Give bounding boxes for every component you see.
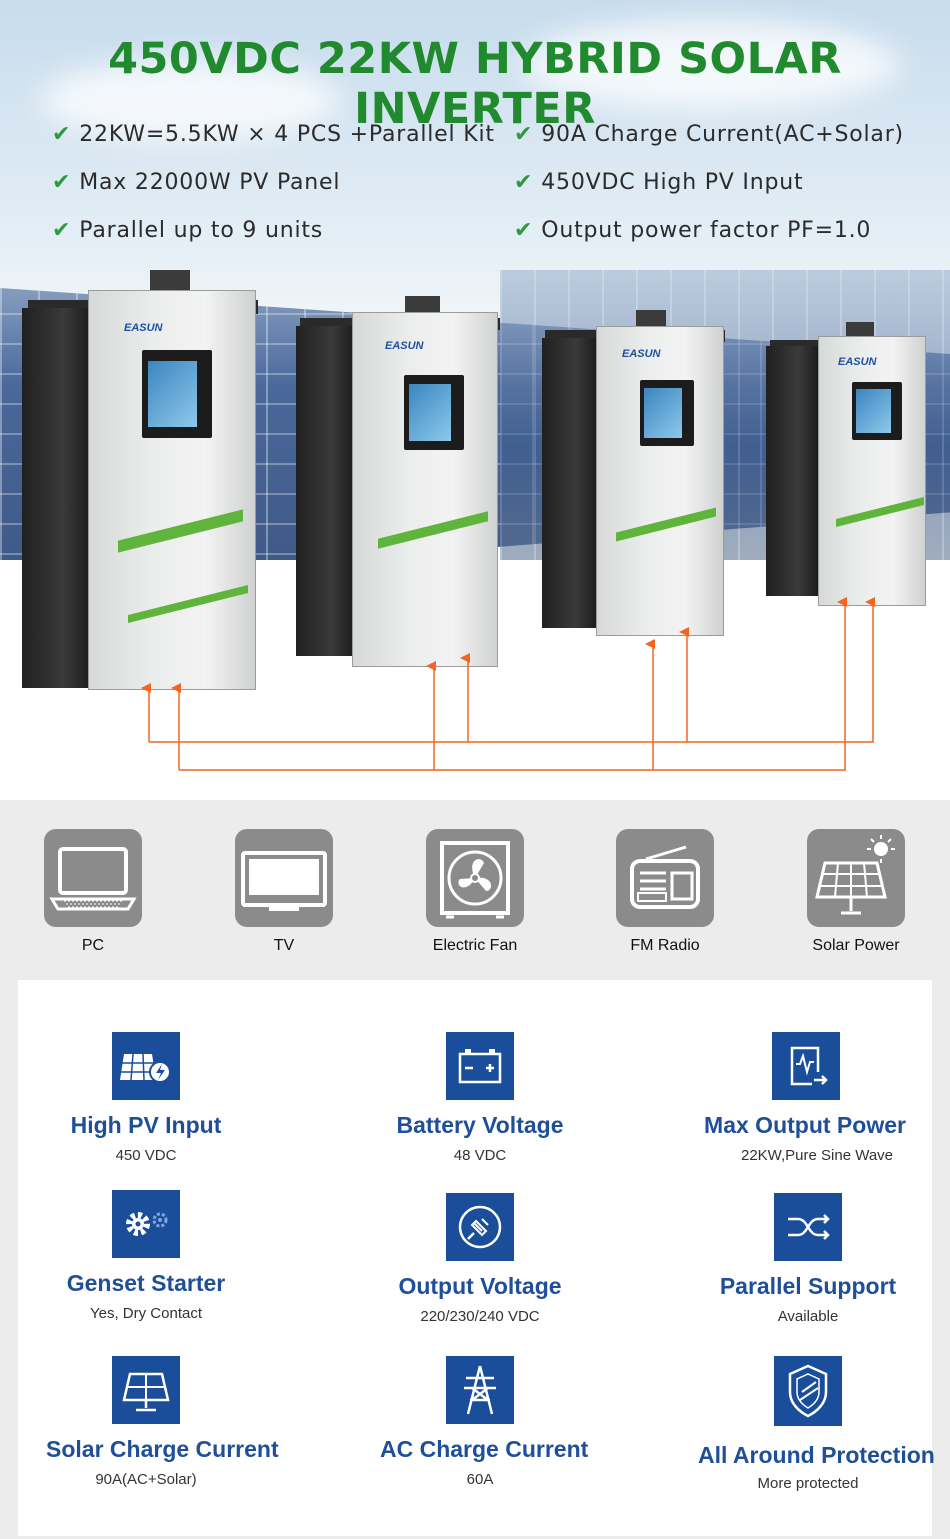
spec-value: 22KW,Pure Sine Wave bbox=[740, 1147, 893, 1164]
feature-text: 22KW=5.5KW × 4 PCS +Parallel Kit bbox=[79, 122, 495, 147]
pv-panel-bolt-icon bbox=[112, 1032, 180, 1100]
heatsink-side bbox=[766, 346, 820, 596]
appliance-label: PC bbox=[81, 937, 105, 954]
brand-logo: EASUN bbox=[124, 322, 163, 334]
inverter-body bbox=[352, 312, 498, 667]
heatsink-side bbox=[22, 308, 92, 688]
spec-title: Solar Charge Current bbox=[46, 1436, 279, 1462]
appliance-label: FM Radio bbox=[630, 937, 700, 954]
brand-logo: EASUN bbox=[838, 356, 877, 368]
feature-text: 90A Charge Current(AC+Solar) bbox=[541, 122, 904, 147]
output-wave-icon bbox=[772, 1032, 840, 1100]
spec-title: Output Voltage bbox=[398, 1273, 562, 1299]
inverter-body bbox=[818, 336, 926, 606]
spec-value: 60A bbox=[466, 1471, 494, 1488]
feature-item: ✔ 450VDC High PV Input bbox=[514, 170, 803, 195]
feature-text: Max 22000W PV Panel bbox=[79, 170, 341, 195]
appliance-fm-radio: FM Radio bbox=[616, 829, 714, 955]
appliance-electric-fan: Electric Fan bbox=[426, 829, 524, 955]
gears-icon bbox=[112, 1190, 180, 1258]
spec-title: High PV Input bbox=[70, 1112, 222, 1138]
feature-item: ✔ Parallel up to 9 units bbox=[52, 218, 323, 243]
spec-high-pv-input: High PV Input 450 VDC bbox=[46, 1032, 246, 1164]
spec-battery-voltage: Battery Voltage 48 VDC bbox=[380, 1032, 580, 1164]
power-tower-icon bbox=[446, 1356, 514, 1424]
spec-value: 450 VDC bbox=[115, 1147, 177, 1164]
spec-value: Yes, Dry Contact bbox=[90, 1305, 202, 1322]
electric-fan-icon bbox=[426, 829, 524, 927]
spec-title: All Around Protection bbox=[698, 1442, 935, 1468]
spec-output-voltage: Output Voltage 220/230/240 VDC bbox=[380, 1193, 580, 1325]
spec-ac-charge-current: AC Charge Current 60A bbox=[380, 1356, 589, 1488]
cloud bbox=[520, 20, 900, 110]
feature-text: Parallel up to 9 units bbox=[79, 218, 324, 243]
solar-panel-icon bbox=[112, 1356, 180, 1424]
feature-text: 450VDC High PV Input bbox=[541, 170, 804, 195]
spec-max-output-power: Max Output Power 22KW,Pure Sine Wave bbox=[690, 1032, 920, 1164]
check-icon: ✔ bbox=[514, 122, 534, 147]
parallel-wiring bbox=[141, 597, 875, 771]
pc-icon bbox=[44, 829, 142, 927]
spec-title: Max Output Power bbox=[704, 1112, 906, 1138]
feature-item: ✔ Max 22000W PV Panel bbox=[52, 170, 340, 195]
hero-banner: 450VDC 22KW HYBRID SOLAR INVERTER ✔ 22KW=… bbox=[0, 0, 950, 800]
check-icon: ✔ bbox=[52, 218, 72, 243]
feature-text: Output power factor PF=1.0 bbox=[541, 218, 872, 243]
feature-item: ✔ 90A Charge Current(AC+Solar) bbox=[514, 122, 904, 147]
display-screen bbox=[852, 382, 902, 440]
check-icon: ✔ bbox=[514, 170, 534, 195]
solar-panel-icon bbox=[807, 829, 905, 927]
appliance-pc: PC bbox=[44, 829, 142, 955]
spec-title: Battery Voltage bbox=[396, 1112, 564, 1138]
spec-genset-starter: Genset Starter Yes, Dry Contact bbox=[46, 1190, 246, 1322]
shuffle-icon bbox=[774, 1193, 842, 1261]
spec-value: 48 VDC bbox=[453, 1147, 507, 1164]
heatsink-side bbox=[542, 338, 598, 628]
appliance-label: TV bbox=[273, 937, 295, 954]
specs-card: High PV Input 450 VDC Battery Voltage 48… bbox=[18, 980, 935, 1536]
display-screen bbox=[404, 375, 464, 450]
feature-item: ✔ 22KW=5.5KW × 4 PCS +Parallel Kit bbox=[52, 122, 495, 147]
spec-all-around-protection: All Around Protection More protected bbox=[698, 1356, 935, 1492]
spec-parallel-support: Parallel Support Available bbox=[708, 1193, 908, 1325]
spec-title: Parallel Support bbox=[719, 1273, 897, 1299]
display-screen bbox=[142, 350, 212, 438]
spec-value: Available bbox=[777, 1308, 839, 1325]
inverter-body bbox=[596, 326, 724, 636]
page-title: 450VDC 22KW HYBRID SOLAR INVERTER bbox=[108, 34, 842, 134]
check-icon: ✔ bbox=[52, 170, 72, 195]
spec-solar-charge-current: Solar Charge Current 90A(AC+Solar) bbox=[46, 1356, 279, 1488]
fm-radio-icon bbox=[616, 829, 714, 927]
brand-logo: EASUN bbox=[622, 348, 661, 360]
plug-icon bbox=[446, 1193, 514, 1261]
appliance-label: Solar Power bbox=[812, 937, 900, 954]
brand-logo: EASUN bbox=[385, 340, 424, 352]
spec-value: More protected bbox=[757, 1475, 859, 1492]
appliance-label: Electric Fan bbox=[432, 937, 518, 954]
spec-title: Genset Starter bbox=[66, 1270, 226, 1296]
appliance-section: PC TV Electric Fan bbox=[0, 800, 950, 980]
appliance-tv: TV bbox=[235, 829, 333, 955]
check-icon: ✔ bbox=[52, 122, 72, 147]
spec-title: AC Charge Current bbox=[380, 1436, 589, 1462]
battery-icon bbox=[446, 1032, 514, 1100]
spec-value: 90A(AC+Solar) bbox=[95, 1471, 197, 1488]
cloud bbox=[40, 60, 340, 140]
display-screen bbox=[640, 380, 694, 446]
feature-item: ✔ Output power factor PF=1.0 bbox=[514, 218, 871, 243]
spec-value: 220/230/240 VDC bbox=[420, 1308, 540, 1325]
shield-icon bbox=[774, 1356, 842, 1426]
heatsink-side bbox=[296, 326, 356, 656]
tv-icon bbox=[235, 829, 333, 927]
inverter-body bbox=[88, 290, 256, 690]
check-icon: ✔ bbox=[514, 218, 534, 243]
appliance-solar-power: Solar Power bbox=[807, 829, 905, 955]
